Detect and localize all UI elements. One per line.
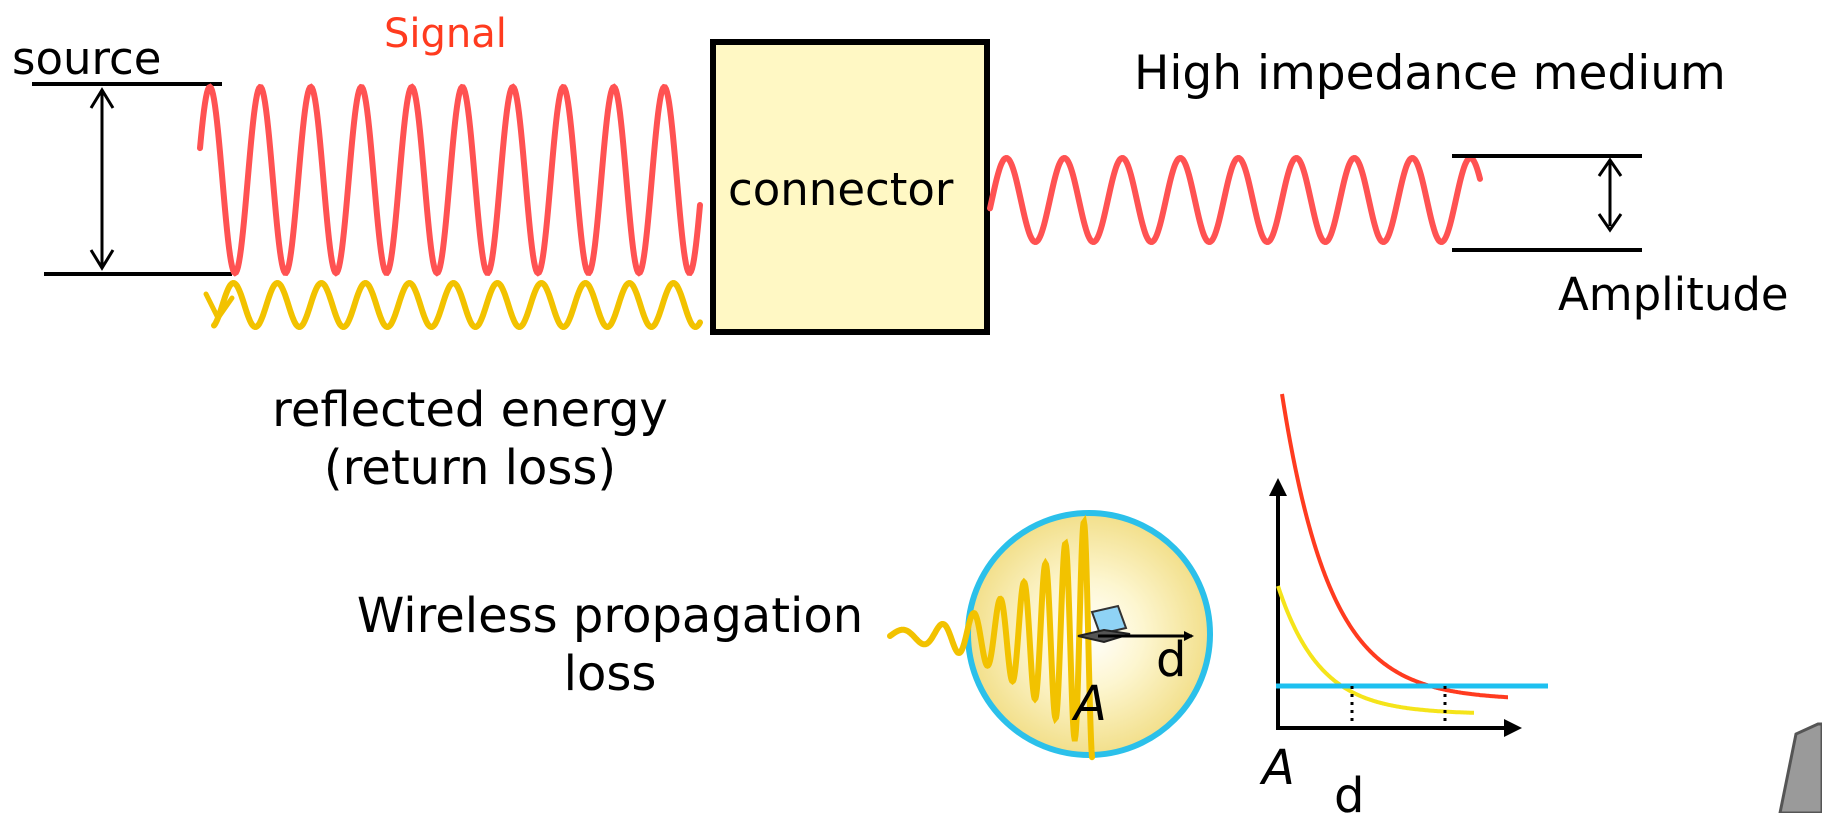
connector-box [710, 39, 990, 335]
wireless-loss-line1: Wireless propagation [356, 588, 864, 644]
circle-amplitude-label: A [1074, 676, 1107, 732]
transmitted-wave [987, 154, 1483, 246]
circle-distance-label: d [1156, 632, 1187, 688]
medium-label: High impedance medium [1134, 46, 1726, 101]
reflected-energy-line1: reflected energy [272, 382, 668, 438]
output-amplitude-marker [1452, 154, 1642, 252]
graph-distance-label: d [1334, 768, 1365, 824]
graph-y-axis-arrow [1269, 478, 1287, 496]
graph-x-axis-arrow [1504, 719, 1522, 737]
reflected-energy-label: reflected energy (return loss) [230, 382, 710, 497]
wireless-loss-label: Wireless propagation loss [340, 588, 880, 703]
graph-yellow-curve [1276, 585, 1474, 715]
offscreen-gray-shape [1778, 722, 1822, 813]
wireless-loss-line2: loss [563, 645, 657, 702]
graph-red-curve [1280, 393, 1508, 700]
reflected-energy-line2: (return loss) [323, 439, 617, 496]
signal-label: Signal [384, 11, 507, 57]
amplitude-label: Amplitude [1558, 268, 1789, 321]
graph-amplitude-label: A [1262, 740, 1295, 796]
source-amplitude-marker [32, 82, 232, 276]
reflected-wave [211, 279, 703, 331]
reflected-arrowhead [203, 291, 235, 323]
source-label: source [12, 32, 162, 85]
loss-graph [1269, 393, 1548, 737]
signal-wave [197, 83, 703, 277]
connector-label: connector [728, 163, 954, 216]
wireless-wave [887, 514, 1095, 761]
